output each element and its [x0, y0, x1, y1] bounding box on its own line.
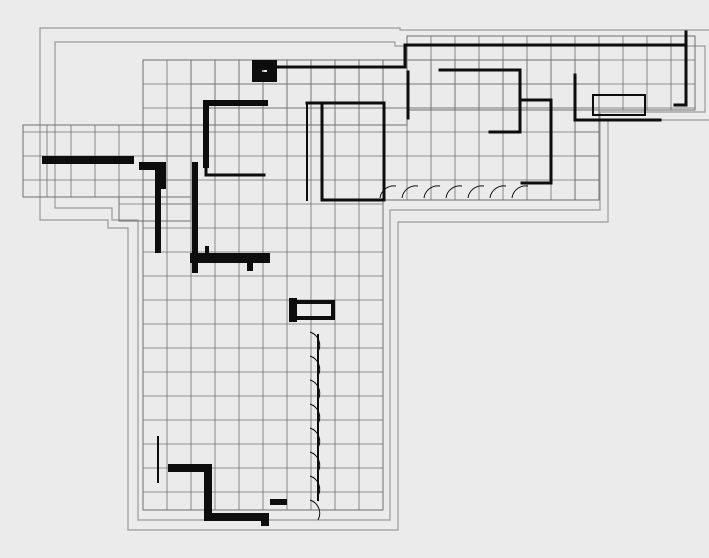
wall [320, 101, 386, 202]
roof-line [39, 27, 709, 531]
door-swing [423, 185, 441, 199]
grid-region [574, 109, 600, 201]
planning-grid [22, 35, 696, 511]
wall [168, 464, 269, 521]
door-swing [401, 185, 419, 199]
wall [592, 94, 646, 116]
wall [518, 98, 553, 185]
wall [252, 60, 277, 82]
walls [42, 30, 688, 526]
wall [270, 43, 688, 107]
wall [139, 162, 166, 189]
door-swing [489, 185, 507, 199]
wall [573, 73, 662, 122]
door-swing [445, 185, 463, 199]
door-swing [511, 185, 529, 199]
wall [204, 101, 266, 177]
door-swing [467, 185, 485, 199]
door-swing [309, 499, 321, 521]
